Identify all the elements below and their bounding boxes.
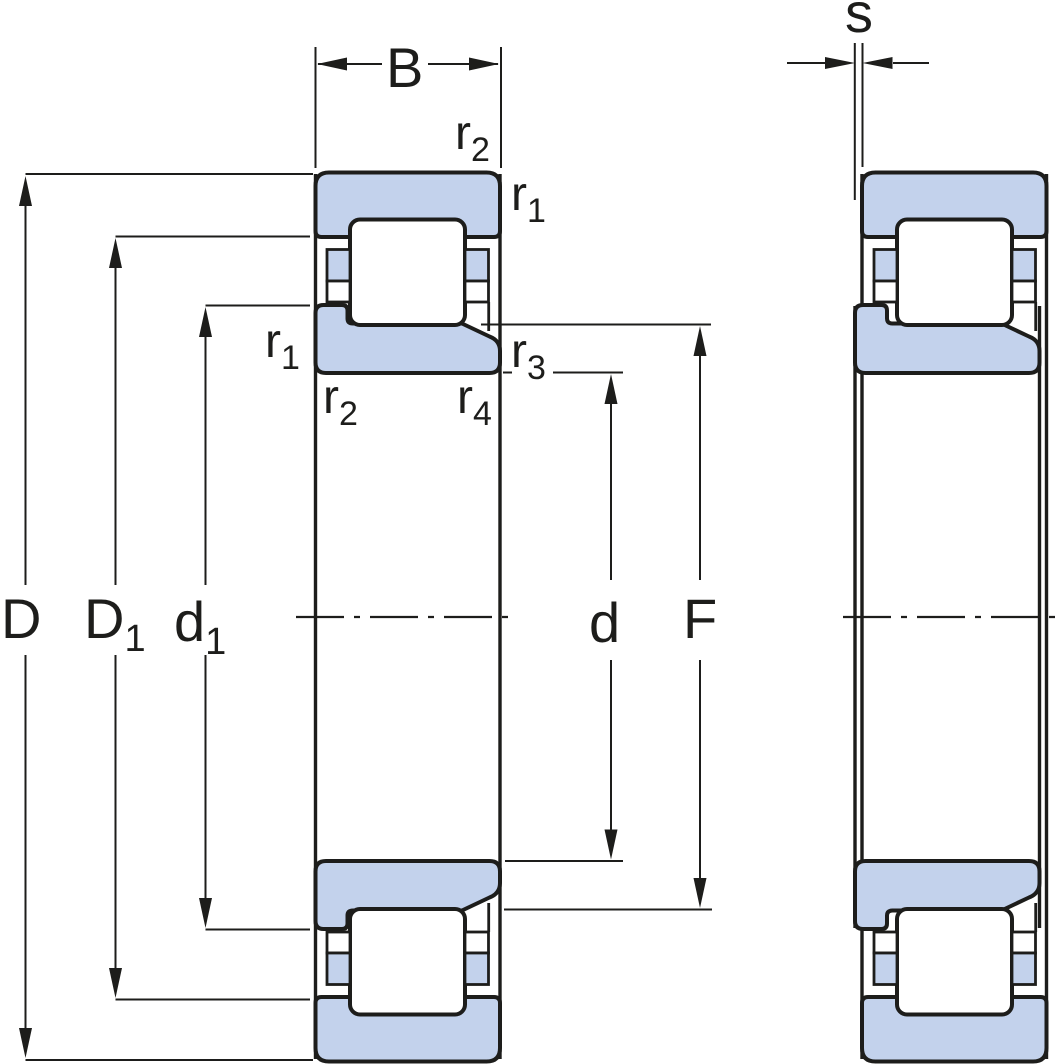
- dimension-D1: D1: [84, 235, 310, 1001]
- label-r4-inner-part: 4: [473, 395, 492, 433]
- d1-arrow-down: [199, 898, 212, 928]
- s-arrow-left: [825, 57, 855, 69]
- dimension-D: D: [1, 173, 313, 1061]
- D1-arrow-down: [109, 968, 122, 998]
- cage-bl-blue-right-view: [872, 951, 899, 986]
- cage-top-right-white: [463, 279, 490, 304]
- label-r3-inner-part: 3: [527, 349, 546, 387]
- F-arrow-up: [693, 326, 707, 356]
- cage-tl-white-right-view: [872, 279, 899, 304]
- label-r2-outer-part: 2: [471, 131, 490, 169]
- cage-tr-blue-right-view: [1010, 248, 1037, 283]
- dimension-s: s: [787, 0, 929, 200]
- cage-top-left-blue: [325, 248, 352, 283]
- label-r2-inner: r2: [323, 371, 358, 433]
- label-r2-outer-part: r: [455, 107, 471, 160]
- label-r4-inner: r4: [457, 371, 492, 433]
- label-r3-inner: r3: [511, 325, 546, 387]
- dim-label-d-part: d: [589, 591, 620, 654]
- dim-label-d1: d1: [174, 590, 226, 663]
- label-r1-outer: r1: [511, 168, 546, 230]
- label-r1-outer-part: r: [511, 168, 527, 221]
- s-arrow-right: [862, 57, 893, 69]
- displaced-bearing-view: [843, 170, 1062, 1064]
- inner-ring-bottom-right-view: [853, 859, 1042, 931]
- label-r3-inner-part: r: [511, 325, 527, 378]
- cage-br-white-right-view: [1010, 930, 1037, 955]
- D1-arrow-up: [109, 238, 122, 268]
- inner-ring-top: [313, 303, 502, 375]
- dimension-F: F: [481, 323, 717, 911]
- dim-label-d1-part: 1: [205, 621, 226, 663]
- D-arrow-up: [19, 176, 32, 206]
- label-r2-outer: r2: [455, 107, 490, 169]
- roller-bottom: [348, 907, 467, 1017]
- inner-ring-bottom: [313, 859, 502, 931]
- d1-arrow-up: [199, 307, 212, 337]
- dimension-d: d: [503, 371, 623, 862]
- dim-label-D1: D1: [84, 587, 146, 660]
- cage-bl-white-right-view: [872, 930, 899, 955]
- radius-labels: r2 r1 r1 r2 r4 r3: [265, 107, 546, 433]
- dim-label-D: D: [1, 587, 41, 650]
- B-arrow-left: [317, 57, 347, 71]
- dim-label-B-part: B: [386, 36, 423, 99]
- dimension-B: B: [314, 36, 502, 168]
- dim-label-D1-part: D: [84, 587, 124, 650]
- label-r1-inner: r1: [265, 315, 300, 377]
- dim-label-s: s: [845, 0, 873, 44]
- F-arrow-down: [693, 878, 707, 908]
- dim-label-F: F: [683, 587, 717, 650]
- cage-tl-blue-right-view: [872, 248, 899, 283]
- d-arrow-up: [604, 374, 618, 404]
- dim-label-D-part: D: [1, 587, 41, 650]
- d-arrow-down: [604, 829, 618, 860]
- label-r1-outer-part: 1: [527, 192, 546, 230]
- dim-label-D1-part: 1: [124, 618, 145, 660]
- roller-top: [348, 217, 467, 327]
- cage-bottom-right-white: [463, 930, 490, 955]
- label-r1-inner-part: 1: [281, 339, 300, 377]
- inner-ring-top-right-view: [853, 303, 1042, 375]
- label-r1-inner-part: r: [265, 315, 281, 368]
- cage-tr-white-right-view: [1010, 279, 1037, 304]
- main-bearing-view: [296, 170, 518, 1064]
- cage-top-right-blue: [463, 248, 490, 283]
- dim-label-d1-part: d: [174, 590, 205, 653]
- label-r2-inner-part: 2: [339, 395, 358, 433]
- cage-br-blue-right-view: [1010, 951, 1037, 986]
- cage-bottom-right-blue: [463, 951, 490, 986]
- dim-label-s-part: s: [845, 0, 873, 44]
- dim-label-F-part: F: [683, 587, 717, 650]
- cage-top-left-white: [325, 279, 352, 304]
- dim-label-d: d: [589, 591, 620, 654]
- D-arrow-down: [19, 1028, 32, 1058]
- roller-bottom-right-view: [895, 907, 1014, 1017]
- label-r2-inner-part: r: [323, 371, 339, 424]
- cage-bottom-left-white: [325, 930, 352, 955]
- label-r4-inner-part: r: [457, 371, 473, 424]
- dim-label-B: B: [386, 36, 423, 99]
- cage-bottom-left-blue: [325, 951, 352, 986]
- dimension-d1: d1: [174, 304, 310, 931]
- roller-top-right-view: [895, 217, 1014, 327]
- B-arrow-right: [469, 57, 499, 71]
